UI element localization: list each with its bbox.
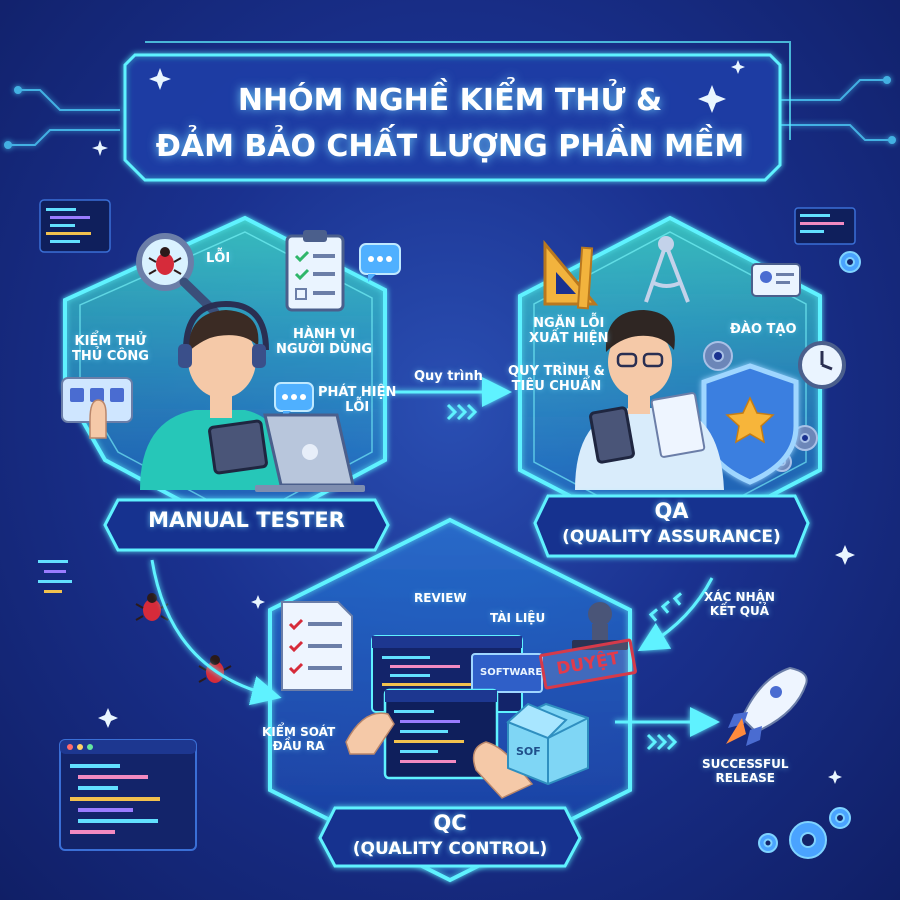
title-line-1: NHÓM NGHỀ KIỂM THỬ & <box>237 83 663 118</box>
clipboard-checklist-icon <box>285 230 345 312</box>
chat-bubble-icon <box>274 243 401 419</box>
code-window-bottom-left <box>59 739 197 851</box>
stamp-handle-icon <box>572 602 628 650</box>
role-manual-tester: MANUAL TESTER <box>148 508 345 532</box>
software-box-icon <box>506 702 589 786</box>
page-title: NHÓM NGHỀ KIỂM THỬ & ĐẢM BẢO CHẤT LƯỢNG … <box>150 78 750 170</box>
code-panel-top-right <box>794 207 856 245</box>
title-panel <box>123 41 791 182</box>
triangle-ruler-icon <box>543 239 599 310</box>
flow-arrows <box>150 377 720 737</box>
label-process: Quy trình <box>414 369 483 384</box>
title-line-2: ĐẢM BẢO CHẤT LƯỢNG PHẦN MỀM <box>155 129 745 164</box>
qa-person <box>575 310 724 490</box>
manual-tester-person <box>140 300 365 492</box>
role-qc-subtitle: (QUALITY CONTROL) <box>352 839 548 859</box>
code-lines-left <box>38 560 72 593</box>
chevron-icons <box>446 403 683 751</box>
label-successful-release: SUCCESSFUL RELEASE <box>702 757 789 786</box>
label-confirm-results: XÁC NHẬN KẾT QUẢ <box>704 590 775 619</box>
label-training: ĐÀO TẠO <box>730 322 797 337</box>
document-checklist-icon <box>281 601 353 691</box>
sparkles <box>92 60 855 784</box>
label-output-control: KIỂM SOÁT ĐẦU RA <box>262 725 336 754</box>
gear-icon <box>758 251 861 859</box>
label-bug-detection: PHÁT HIỆN LỖI <box>318 385 397 416</box>
label-bug: LỖI <box>206 251 231 266</box>
label-software-box: SOF <box>516 745 541 758</box>
label-user-behavior: HÀNH VI NGƯỜI DÙNG <box>276 327 373 358</box>
label-process-standards: QUY TRÌNH & TIÊU CHUẨN <box>508 364 605 395</box>
role-qa-subtitle: (QUALITY ASSURANCE) <box>562 527 781 547</box>
label-manual-testing: KIỂM THỬ THỦ CÔNG <box>72 334 149 365</box>
role-qc: QC (QUALITY CONTROL) <box>335 810 565 862</box>
circuit-traces <box>4 76 896 149</box>
label-prevent-bugs: NGĂN LỖI XUẤT HIỆN <box>529 316 609 347</box>
code-panel-top-left <box>39 199 111 253</box>
role-qa-title: QA <box>654 499 689 523</box>
label-software-window: SOFTWARE <box>480 667 543 678</box>
role-qc-title: QC <box>433 811 467 835</box>
role-qa: QA (QUALITY ASSURANCE) <box>548 498 795 550</box>
keypad-icon <box>61 377 133 439</box>
label-documents: TÀI LIỆU <box>490 611 546 625</box>
role-plates <box>103 494 810 868</box>
user-card-icon <box>751 263 801 297</box>
hand-icon <box>345 712 534 799</box>
compass-icon <box>644 236 690 303</box>
clock-icon <box>798 341 846 389</box>
rocket-icon <box>726 666 808 746</box>
label-review: REVIEW <box>414 591 467 605</box>
code-window <box>371 635 543 780</box>
